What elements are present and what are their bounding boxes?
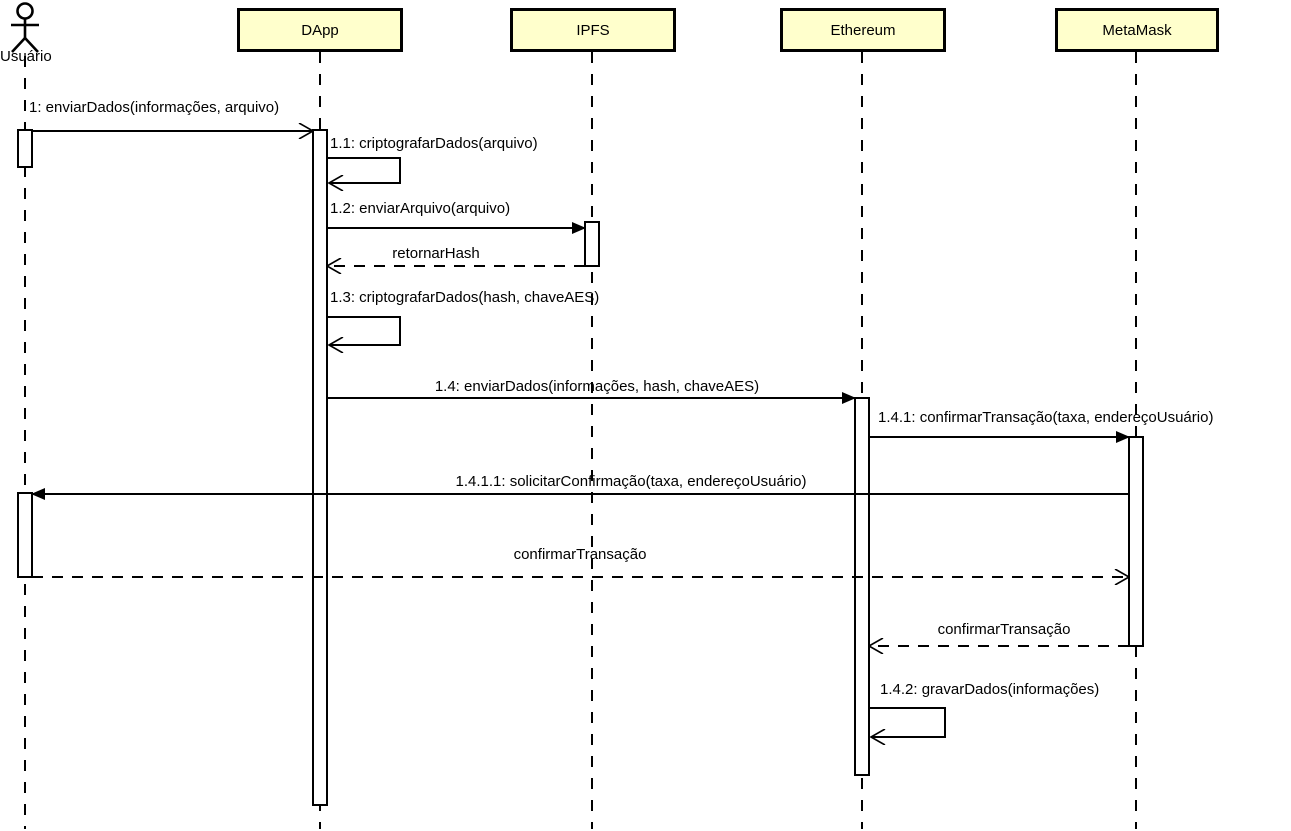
- lifelines-group: [24, 52, 1137, 829]
- message-label-m-conf-1: confirmarTransação: [513, 546, 647, 563]
- message-arrows-group: [31, 131, 1130, 737]
- activation-bar-ipfs: [584, 221, 600, 267]
- activation-bar-usuario: [17, 129, 33, 168]
- message-label-m1-4-1-1: 1.4.1.1: solicitarConfirmação(taxa, ende…: [455, 473, 807, 490]
- activation-bar-ethereum: [854, 397, 870, 776]
- message-label-m1-2r: retornarHash: [392, 245, 480, 262]
- participant-label-ipfs: IPFS: [576, 21, 610, 39]
- message-label-m-conf-2: confirmarTransação: [937, 621, 1071, 638]
- self-message-m1-4-2: [869, 707, 946, 737]
- participant-box-ethereum[interactable]: Ethereum: [780, 8, 946, 52]
- activation-bars-group: [17, 129, 1144, 806]
- activation-bar-metamask: [1128, 436, 1144, 647]
- message-label-m1: 1: enviarDados(informações, arquivo): [29, 99, 280, 116]
- actor-label-usuario: Usuário: [0, 48, 52, 65]
- participant-label-metamask: MetaMask: [1102, 21, 1172, 39]
- self-message-m1-1: [327, 157, 401, 183]
- message-label-m1-4: 1.4: enviarDados(informações, hash, chav…: [434, 378, 760, 395]
- message-label-m1-3: 1.3: criptografarDados(hash, chaveAES): [330, 289, 600, 306]
- actor-usuario-icon: [11, 2, 39, 53]
- message-label-m1-1: 1.1: criptografarDados(arquivo): [330, 135, 538, 152]
- participant-label-ethereum: Ethereum: [830, 21, 896, 39]
- participant-label-dapp: DApp: [301, 21, 339, 39]
- participant-box-ipfs[interactable]: IPFS: [510, 8, 676, 52]
- participant-box-dapp[interactable]: DApp: [237, 8, 403, 52]
- activation-bar-dapp: [312, 129, 328, 806]
- message-label-m1-4-2: 1.4.2: gravarDados(informações): [880, 681, 1100, 698]
- self-message-m1-3: [327, 316, 401, 345]
- message-label-m1-2: 1.2: enviarArquivo(arquivo): [330, 200, 511, 217]
- activation-bar-usuario: [17, 492, 33, 578]
- message-label-m1-4-1: 1.4.1: confirmarTransação(taxa, endereço…: [878, 409, 1214, 426]
- participant-box-metamask[interactable]: MetaMask: [1055, 8, 1219, 52]
